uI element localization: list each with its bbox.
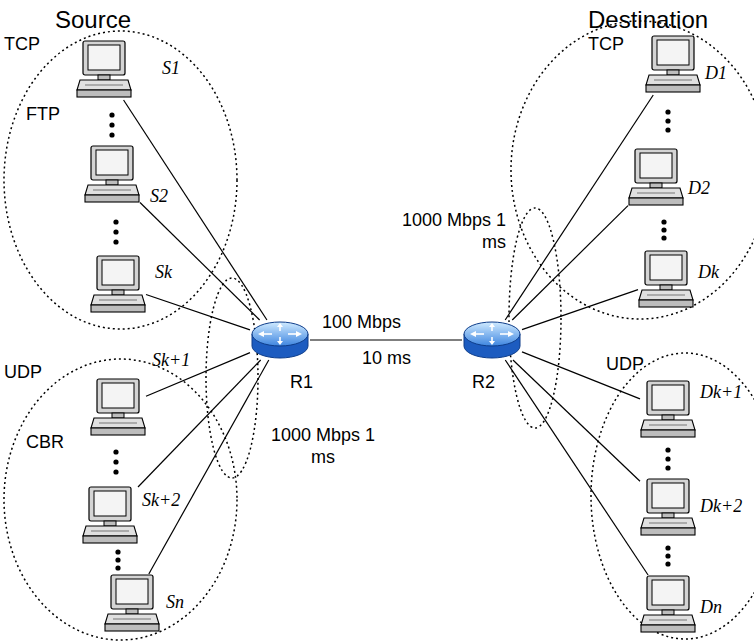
computer-icon xyxy=(645,35,701,95)
network-link xyxy=(505,360,648,575)
protocol-label: TCP xyxy=(588,34,624,56)
host-group: TCP D1D2Dk xyxy=(510,20,754,320)
link-spec: 1000 Mbps 1 ms xyxy=(268,425,378,468)
network-link xyxy=(522,290,638,330)
router-label: R2 xyxy=(472,372,495,394)
host-label: D1 xyxy=(705,63,727,85)
computer-icon xyxy=(640,575,696,635)
computer-icon xyxy=(628,148,684,208)
ellipsis-dots xyxy=(109,109,670,570)
application-label: FTP xyxy=(26,104,60,126)
link-spec: 1000 Mbps 1 ms xyxy=(396,210,506,253)
host-label: D2 xyxy=(688,178,710,200)
protocol-label: UDP xyxy=(606,354,644,376)
host-label: Sk xyxy=(155,262,172,284)
column-heading: Source xyxy=(55,6,131,35)
router: R1 xyxy=(250,320,310,360)
link-bundle xyxy=(206,278,258,478)
network-link xyxy=(513,360,640,481)
host-label: Sk+2 xyxy=(142,490,180,512)
computer-icon xyxy=(84,145,140,205)
host-label: Dk xyxy=(698,262,719,284)
computer-icon xyxy=(82,486,138,546)
computer: D1 xyxy=(645,35,701,95)
host-group: UDP CBR Sk+1Sk+2Sn xyxy=(3,358,238,641)
computer-icon xyxy=(90,378,146,438)
host-label: Sk+1 xyxy=(152,350,190,372)
computer: Dk xyxy=(638,250,694,310)
network-link xyxy=(138,360,261,487)
router: R2 xyxy=(462,320,522,360)
network-link xyxy=(512,206,628,320)
computer: Sk+1 xyxy=(90,378,146,438)
network-link xyxy=(124,100,267,320)
computer: Dk+1 xyxy=(640,380,696,440)
protocol-label: UDP xyxy=(4,362,42,384)
network-link xyxy=(140,203,260,321)
computer: S1 xyxy=(76,40,132,100)
host-label: Sn xyxy=(166,592,184,614)
application-label: CBR xyxy=(26,432,64,454)
bottleneck-delay: 10 ms xyxy=(362,348,411,370)
computer-icon xyxy=(104,574,160,634)
computer-icon xyxy=(640,478,696,538)
host-label: S2 xyxy=(150,186,168,208)
computer: Dk+2 xyxy=(640,478,696,538)
computer-icon xyxy=(640,380,696,440)
computer: S2 xyxy=(84,145,140,205)
link-bundle xyxy=(509,208,561,428)
network-link xyxy=(310,339,462,340)
protocol-label: TCP xyxy=(4,34,40,56)
computer-icon xyxy=(638,250,694,310)
computer: D2 xyxy=(628,148,684,208)
computer: Dn xyxy=(640,575,696,635)
router-icon xyxy=(250,320,310,360)
host-label: Dk+1 xyxy=(700,382,742,404)
bottleneck-bandwidth: 100 Mbps xyxy=(322,312,401,334)
host-label: Dk+2 xyxy=(700,496,742,518)
computer: Sn xyxy=(104,574,160,634)
host-label: Dn xyxy=(700,597,722,619)
network-link xyxy=(505,95,653,320)
router-label: R1 xyxy=(290,372,313,394)
computer: Sk xyxy=(90,255,146,315)
host-group: TCP FTP S1S2Sk xyxy=(3,30,238,330)
computer-icon xyxy=(76,40,132,100)
router-icon xyxy=(462,320,522,360)
computer-icon xyxy=(90,255,146,315)
host-label: S1 xyxy=(162,58,180,80)
host-group: UDP Dk+1Dk+2Dn xyxy=(590,352,754,640)
computer: Sk+2 xyxy=(82,486,138,546)
network-link xyxy=(146,295,250,330)
column-heading: Destination xyxy=(588,6,708,35)
network-link xyxy=(149,360,269,574)
